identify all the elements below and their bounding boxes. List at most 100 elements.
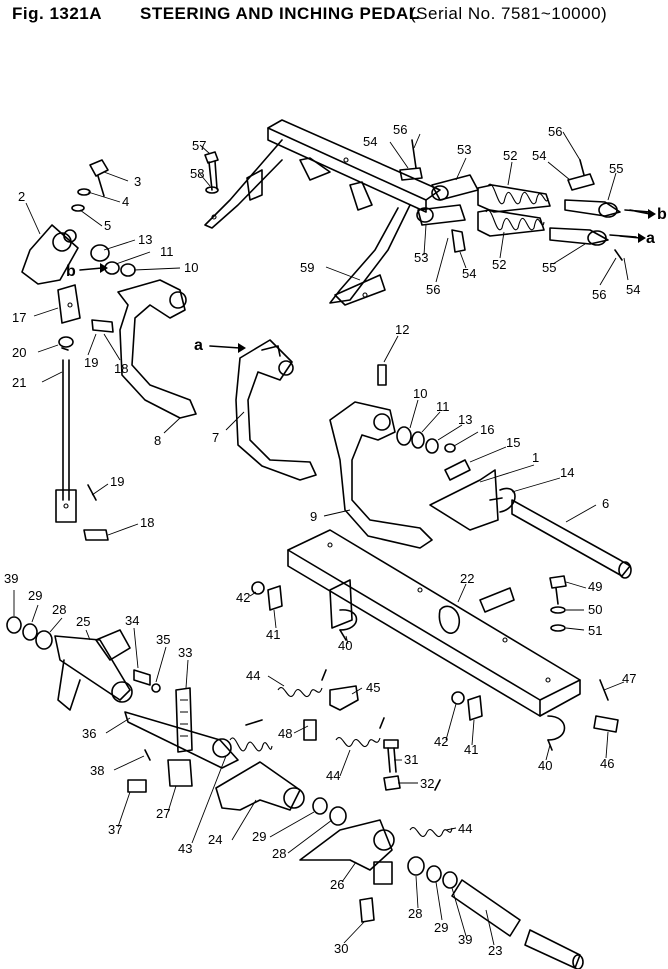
arrow-label-a: a <box>646 230 655 247</box>
callout-41-b: 41 <box>464 742 478 757</box>
lower-left-lever <box>124 711 273 793</box>
callout-numbers: 57 58 56 54 53 52 56 54 55 3 4 5 2 13 11… <box>4 122 640 958</box>
callout-46: 46 <box>600 756 614 771</box>
steering-pedal-right <box>329 364 456 549</box>
bolt-49 <box>549 575 567 632</box>
callout-53: 53 <box>457 142 471 157</box>
bracket-assembly <box>429 459 632 579</box>
callout-54-c: 54 <box>462 266 476 281</box>
callout-37: 37 <box>108 822 122 837</box>
callout-52: 52 <box>503 148 517 163</box>
callout-57: 57 <box>192 138 206 153</box>
spring-rod-assembly <box>399 139 651 261</box>
leader-lines <box>13 131 629 946</box>
callout-48: 48 <box>278 726 292 741</box>
upper-left-parts <box>21 159 136 324</box>
springs <box>277 669 453 837</box>
callout-13-b: 13 <box>458 412 472 427</box>
inching-pedal <box>55 279 197 541</box>
callout-44: 44 <box>246 668 260 683</box>
callout-14: 14 <box>560 465 574 480</box>
serial-range: (Serial No. 7581~10000) <box>410 4 608 23</box>
callout-45: 45 <box>366 680 380 695</box>
callout-41: 41 <box>266 627 280 642</box>
callout-19-b: 19 <box>110 474 124 489</box>
clamp-right <box>451 679 619 751</box>
callout-55-b: 55 <box>542 260 556 275</box>
callout-13: 13 <box>138 232 152 247</box>
callout-7: 7 <box>212 430 219 445</box>
arrow-label-b: b <box>657 206 667 223</box>
callout-36: 36 <box>82 726 96 741</box>
callout-49: 49 <box>588 579 602 594</box>
callout-29-c: 29 <box>434 920 448 935</box>
callout-6: 6 <box>602 496 609 511</box>
callout-38: 38 <box>90 763 104 778</box>
callout-2: 2 <box>18 189 25 204</box>
callout-10: 10 <box>184 260 198 275</box>
callout-40-b: 40 <box>538 758 552 773</box>
callout-32: 32 <box>420 776 434 791</box>
arrow-label-b-2: b <box>66 263 76 280</box>
bolt-57 <box>204 151 219 194</box>
callout-35: 35 <box>156 632 170 647</box>
lower-right-shaft <box>407 856 584 969</box>
pedal-frame <box>204 119 441 306</box>
callout-22: 22 <box>460 571 474 586</box>
callout-19: 19 <box>84 355 98 370</box>
callout-56-d: 56 <box>592 287 606 302</box>
callout-12: 12 <box>395 322 409 337</box>
callout-17: 17 <box>12 310 26 325</box>
callout-54-b: 54 <box>532 148 546 163</box>
callout-28: 28 <box>52 602 66 617</box>
callout-56-c: 56 <box>426 282 440 297</box>
callout-18-b: 18 <box>140 515 154 530</box>
callout-52-b: 52 <box>492 257 506 272</box>
callout-1: 1 <box>532 450 539 465</box>
callout-55: 55 <box>609 161 623 176</box>
figure-header: Fig. 1321A STEERING AND INCHING PEDAL (S… <box>0 0 668 34</box>
bolt-31 <box>383 739 401 791</box>
lower-left-shaft <box>6 616 193 753</box>
main-crossbar <box>287 529 581 717</box>
callout-28-b: 28 <box>272 846 286 861</box>
callout-16: 16 <box>480 422 494 437</box>
callout-5: 5 <box>104 218 111 233</box>
callout-43: 43 <box>178 841 192 856</box>
lower-mid-arm <box>215 761 347 826</box>
callout-56: 56 <box>393 122 407 137</box>
callout-18: 18 <box>114 361 128 376</box>
callout-20: 20 <box>12 345 26 360</box>
steering-pedal-left <box>235 339 317 481</box>
callout-42: 42 <box>236 590 250 605</box>
callout-8: 8 <box>154 433 161 448</box>
callout-50: 50 <box>588 602 602 617</box>
callout-30: 30 <box>334 941 348 956</box>
callout-26: 26 <box>330 877 344 892</box>
callout-51: 51 <box>588 623 602 638</box>
callout-53-b: 53 <box>414 250 428 265</box>
callout-34: 34 <box>125 613 139 628</box>
clamp-left <box>251 581 358 641</box>
callout-3: 3 <box>134 174 141 189</box>
callout-40: 40 <box>338 638 352 653</box>
callout-11: 11 <box>160 244 174 259</box>
callout-24: 24 <box>208 832 222 847</box>
callout-21: 21 <box>12 375 26 390</box>
callout-54: 54 <box>363 134 377 149</box>
callout-44-c: 44 <box>458 821 472 836</box>
callout-15: 15 <box>506 435 520 450</box>
callout-4: 4 <box>122 194 129 209</box>
callout-29: 29 <box>28 588 42 603</box>
callout-25: 25 <box>76 614 90 629</box>
callout-44-b: 44 <box>326 768 340 783</box>
callout-39: 39 <box>4 571 18 586</box>
figure-number: Fig. 1321A <box>12 4 103 23</box>
callout-27: 27 <box>156 806 170 821</box>
callout-39-b: 39 <box>458 932 472 947</box>
callout-29-b: 29 <box>252 829 266 844</box>
callout-58: 58 <box>190 166 204 181</box>
callout-54-d: 54 <box>626 282 640 297</box>
callout-28-c: 28 <box>408 906 422 921</box>
